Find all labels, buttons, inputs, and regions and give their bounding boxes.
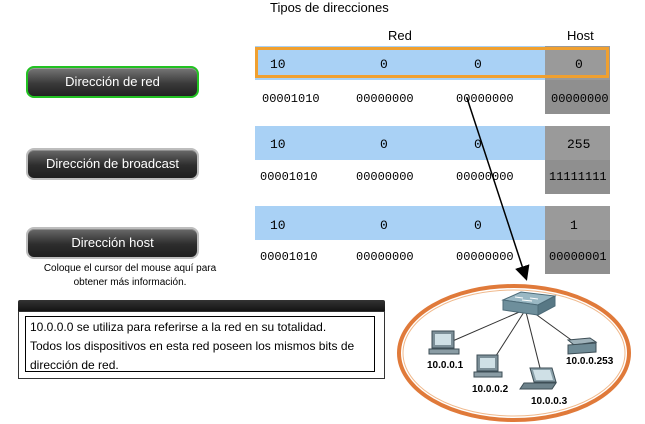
binary-octet-2: 00000000 bbox=[356, 250, 414, 264]
octet-3: 0 bbox=[474, 218, 482, 233]
host-cell bbox=[545, 206, 610, 240]
info-line-1: 10.0.0.0 se utiliza para referirse a la … bbox=[30, 320, 327, 334]
info-text-box: 10.0.0.0 se utiliza para referirse a la … bbox=[25, 316, 375, 372]
info-line-3: dirección de red. bbox=[30, 358, 119, 372]
octet-4: 255 bbox=[567, 137, 591, 152]
octet-1: 10 bbox=[270, 57, 286, 72]
info-panel: 10.0.0.0 se utiliza para referirse a la … bbox=[18, 311, 385, 379]
host-cell-binary bbox=[545, 160, 610, 194]
host-label-2: 10.0.0.2 bbox=[472, 384, 509, 395]
octet-1: 10 bbox=[270, 218, 286, 233]
binary-octet-4: 11111111 bbox=[549, 170, 607, 184]
pointer-arrow bbox=[466, 97, 530, 281]
highlight-frame bbox=[255, 47, 609, 78]
octet-2: 0 bbox=[380, 57, 388, 72]
host-cell bbox=[545, 126, 610, 160]
host-label-1: 10.0.0.1 bbox=[427, 360, 464, 371]
network-ellipse bbox=[397, 284, 631, 422]
octet-4: 0 bbox=[575, 57, 583, 72]
pc-icon bbox=[473, 354, 503, 378]
binary-octet-4: 00000001 bbox=[549, 250, 607, 264]
octet-4: 1 bbox=[570, 218, 578, 233]
info-line-2: Todos los dispositivos en esta red posee… bbox=[30, 339, 355, 353]
laptop-icon bbox=[519, 367, 557, 390]
network-address-button[interactable]: Dirección de red bbox=[26, 66, 199, 98]
network-ellipse-inner bbox=[402, 289, 626, 417]
binary-octet-1: 00001010 bbox=[260, 170, 318, 184]
broadcast-address-button[interactable]: Dirección de broadcast bbox=[26, 148, 199, 180]
link-2 bbox=[491, 311, 525, 363]
octet-3: 0 bbox=[474, 57, 482, 72]
binary-octet-3: 00000000 bbox=[456, 92, 514, 106]
binary-octet-1: 00001010 bbox=[262, 92, 320, 106]
binary-octet-4: 00000000 bbox=[551, 92, 609, 106]
host-address-button[interactable]: Dirección host bbox=[26, 227, 199, 259]
octet-2: 0 bbox=[380, 218, 388, 233]
binary-octet-2: 00000000 bbox=[356, 92, 414, 106]
page-title: Tipos de direcciones bbox=[270, 0, 389, 15]
binary-octet-3: 00000000 bbox=[456, 250, 514, 264]
host-cell-binary bbox=[545, 240, 610, 274]
switch-icon bbox=[501, 291, 557, 316]
binary-octet-3: 00000000 bbox=[456, 170, 514, 184]
octet-1: 10 bbox=[270, 137, 286, 152]
host-label-4: 10.0.0.253 bbox=[566, 356, 614, 367]
pc-icon bbox=[428, 330, 460, 355]
host-cell bbox=[545, 46, 610, 80]
octet-3: 0 bbox=[474, 137, 482, 152]
binary-octet-2: 00000000 bbox=[356, 170, 414, 184]
link-3 bbox=[525, 311, 541, 369]
header-red: Red bbox=[388, 28, 412, 43]
hover-hint: Coloque el cursor del mouse aquí para ob… bbox=[43, 263, 217, 288]
host-cell-binary bbox=[545, 80, 610, 114]
link-1 bbox=[447, 309, 525, 344]
printer-icon bbox=[566, 337, 598, 355]
binary-octet-1: 00001010 bbox=[260, 250, 318, 264]
header-host: Host bbox=[567, 28, 594, 43]
info-panel-titlebar bbox=[18, 300, 385, 312]
octet-2: 0 bbox=[380, 137, 388, 152]
host-label-3: 10.0.0.3 bbox=[531, 396, 568, 407]
